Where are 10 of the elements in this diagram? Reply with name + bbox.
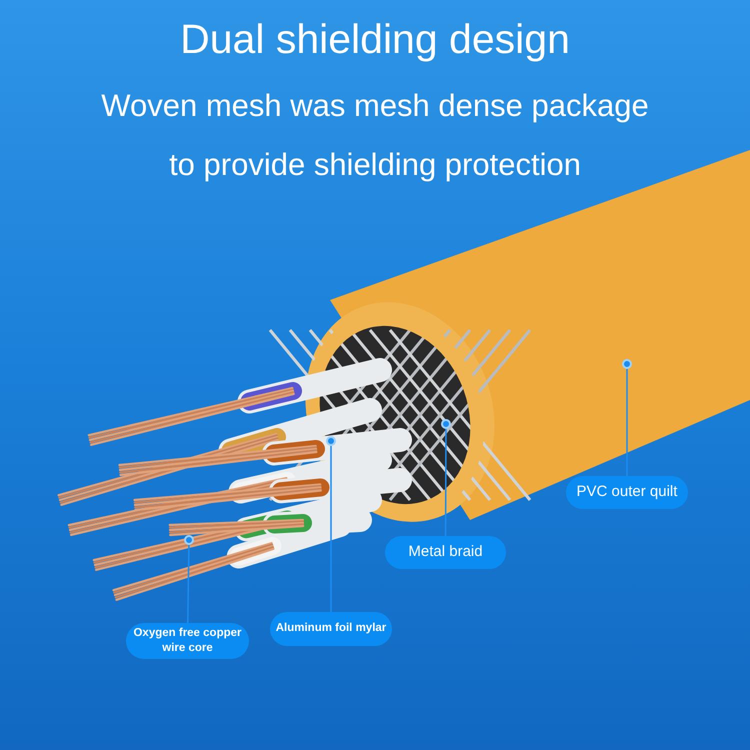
leader-line: [626, 369, 628, 476]
callout-label: Aluminum foil mylar: [270, 612, 392, 646]
callout-label: Metal braid: [385, 536, 506, 569]
title: Dual shielding design: [180, 15, 570, 64]
leader-line: [187, 544, 190, 624]
subtitle: Woven mesh was mesh dense package to provide shielding protection: [100, 87, 650, 184]
callout-label: Oxygen free copper wire core: [126, 623, 249, 659]
callout-label: PVC outer quilt: [566, 476, 688, 509]
leader-line: [330, 446, 332, 612]
leader-line: [444, 429, 447, 536]
